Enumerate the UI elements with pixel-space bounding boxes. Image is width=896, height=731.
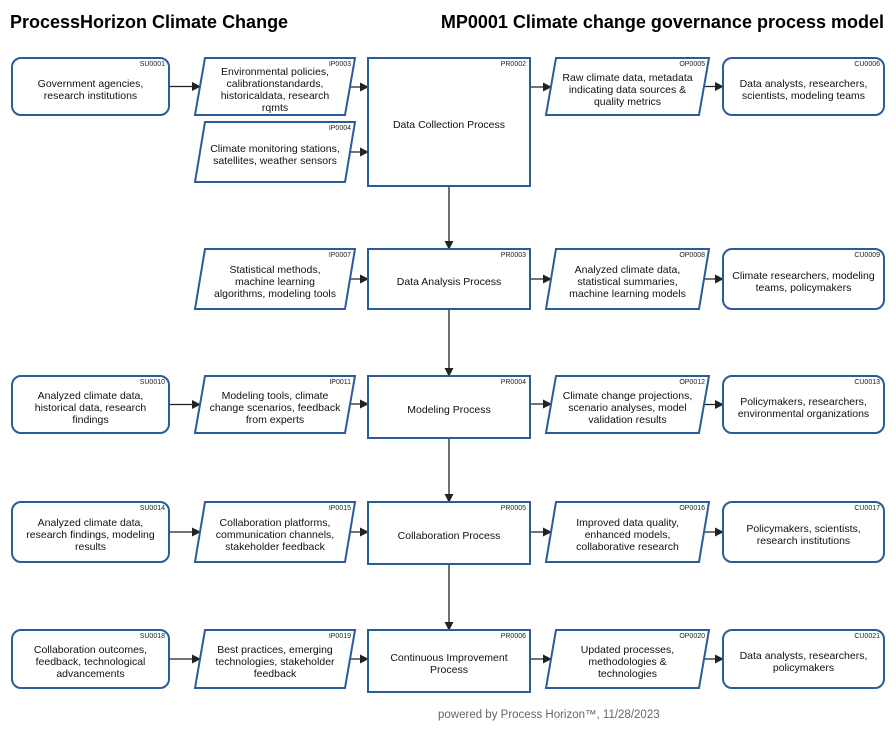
io-shape-ip0003 bbox=[193, 57, 357, 116]
io-shape-op0008 bbox=[544, 248, 711, 310]
node-label-pr0003: Data Analysis Process bbox=[396, 276, 502, 288]
process-shape-pr0006 bbox=[367, 629, 531, 693]
node-label-ip0003: Environmental policies, calibrationstand… bbox=[220, 65, 330, 114]
customer-shape-cu0017 bbox=[722, 501, 885, 563]
node-id-cu0017: CU0017 bbox=[854, 505, 880, 512]
process-model-title: MP0001 Climate change governance process… bbox=[440, 12, 884, 32]
node-id-pr0003: PR0003 bbox=[500, 252, 526, 259]
process-shape-pr0003 bbox=[367, 248, 531, 310]
io-shape-ip0011 bbox=[193, 375, 357, 434]
node-label-pr0006: Continuous Improvement Process bbox=[390, 652, 508, 676]
io-shape-ip0004 bbox=[193, 121, 357, 183]
node-label-op0005: Raw climate data, metadata indicating da… bbox=[562, 71, 693, 108]
node-label-ip0004: Climate monitoring stations, satellites,… bbox=[210, 143, 340, 167]
supplier-shape-su0001 bbox=[11, 57, 170, 116]
node-id-op0005: OP0005 bbox=[679, 61, 705, 68]
diagram-title: ProcessHorizon Climate Change bbox=[10, 12, 289, 32]
node-label-ip0011: Modeling tools, climate change scenarios… bbox=[209, 389, 341, 426]
process-shape-pr0002 bbox=[367, 57, 531, 187]
customer-shape-cu0009 bbox=[722, 248, 885, 310]
process-shape-pr0004 bbox=[367, 375, 531, 439]
node-id-op0020: OP0020 bbox=[679, 633, 705, 640]
node-label-cu0017: Policymakers, scientists, research insti… bbox=[746, 523, 861, 547]
node-id-pr0006: PR0006 bbox=[500, 633, 526, 640]
node-id-op0016: OP0016 bbox=[679, 505, 705, 512]
supplier-shape-su0010 bbox=[11, 375, 170, 434]
node-id-ip0004: IP0004 bbox=[328, 125, 351, 132]
node-label-su0014: Analyzed climate data, research findings… bbox=[26, 517, 155, 553]
node-label-su0010: Analyzed climate data, historical data, … bbox=[34, 389, 147, 426]
node-id-ip0003: IP0003 bbox=[328, 61, 351, 68]
node-label-cu0013: Policymakers, researchers, environmental… bbox=[737, 395, 870, 420]
node-label-ip0007: Statistical methods, machine learning al… bbox=[214, 264, 336, 300]
node-id-ip0007: IP0007 bbox=[328, 252, 351, 259]
io-shape-ip0019 bbox=[193, 629, 357, 689]
node-label-su0001: Government agencies, research institutio… bbox=[37, 77, 144, 102]
node-label-ip0019: Best practices, emerging technologies, s… bbox=[215, 644, 335, 680]
node-label-pr0005: Collaboration Process bbox=[397, 530, 501, 542]
supplier-shape-su0018 bbox=[11, 629, 170, 689]
node-id-cu0021: CU0021 bbox=[854, 633, 880, 640]
io-shape-op0016 bbox=[544, 501, 711, 563]
footer-credit: powered by Process Horizon™, 11/28/2023 bbox=[438, 709, 660, 721]
node-id-cu0009: CU0009 bbox=[854, 252, 880, 259]
node-label-cu0006: Data analysts, researchers, scientists, … bbox=[739, 77, 868, 102]
io-shape-op0012 bbox=[544, 375, 711, 434]
node-label-su0018: Collaboration outcomes, feedback, techno… bbox=[33, 644, 148, 680]
node-id-pr0004: PR0004 bbox=[500, 379, 526, 386]
customer-shape-cu0021 bbox=[722, 629, 885, 689]
node-label-op0020: Updated processes, methodologies & techn… bbox=[580, 644, 675, 680]
node-id-op0012: OP0012 bbox=[679, 379, 705, 386]
node-label-pr0004: Modeling Process bbox=[407, 404, 491, 416]
process-shape-pr0005 bbox=[367, 501, 531, 565]
node-label-op0012: Climate change projections, scenario ana… bbox=[562, 389, 693, 426]
node-label-op0008: Analyzed climate data, statistical summa… bbox=[569, 264, 686, 300]
node-id-su0010: SU0010 bbox=[139, 379, 165, 386]
node-label-ip0015: Collaboration platforms, communication c… bbox=[215, 517, 335, 553]
io-shape-op0020 bbox=[544, 629, 711, 689]
node-id-ip0011: IP0011 bbox=[329, 379, 351, 386]
node-label-pr0002: Data Collection Process bbox=[392, 119, 506, 131]
node-id-cu0006: CU0006 bbox=[854, 61, 880, 68]
node-id-su0001: SU0001 bbox=[139, 61, 165, 68]
node-id-su0014: SU0014 bbox=[139, 505, 165, 512]
node-label-cu0021: Data analysts, researchers, policymakers bbox=[739, 650, 868, 674]
node-id-su0018: SU0018 bbox=[139, 633, 165, 640]
customer-shape-cu0013 bbox=[722, 375, 885, 434]
io-shape-ip0015 bbox=[193, 501, 357, 563]
node-id-pr0005: PR0005 bbox=[500, 505, 526, 512]
node-label-cu0009: Climate researchers, modeling teams, pol… bbox=[732, 270, 875, 294]
io-shape-op0005 bbox=[544, 57, 711, 116]
node-id-pr0002: PR0002 bbox=[500, 61, 526, 68]
io-shape-ip0007 bbox=[193, 248, 357, 310]
customer-shape-cu0006 bbox=[722, 57, 885, 116]
node-id-op0008: OP0008 bbox=[679, 252, 705, 259]
node-id-ip0019: IP0019 bbox=[328, 633, 351, 640]
supplier-shape-su0014 bbox=[11, 501, 170, 563]
node-label-op0016: Improved data quality, enhanced models, … bbox=[576, 517, 679, 553]
node-id-cu0013: CU0013 bbox=[854, 379, 880, 386]
node-id-ip0015: IP0015 bbox=[328, 505, 351, 512]
